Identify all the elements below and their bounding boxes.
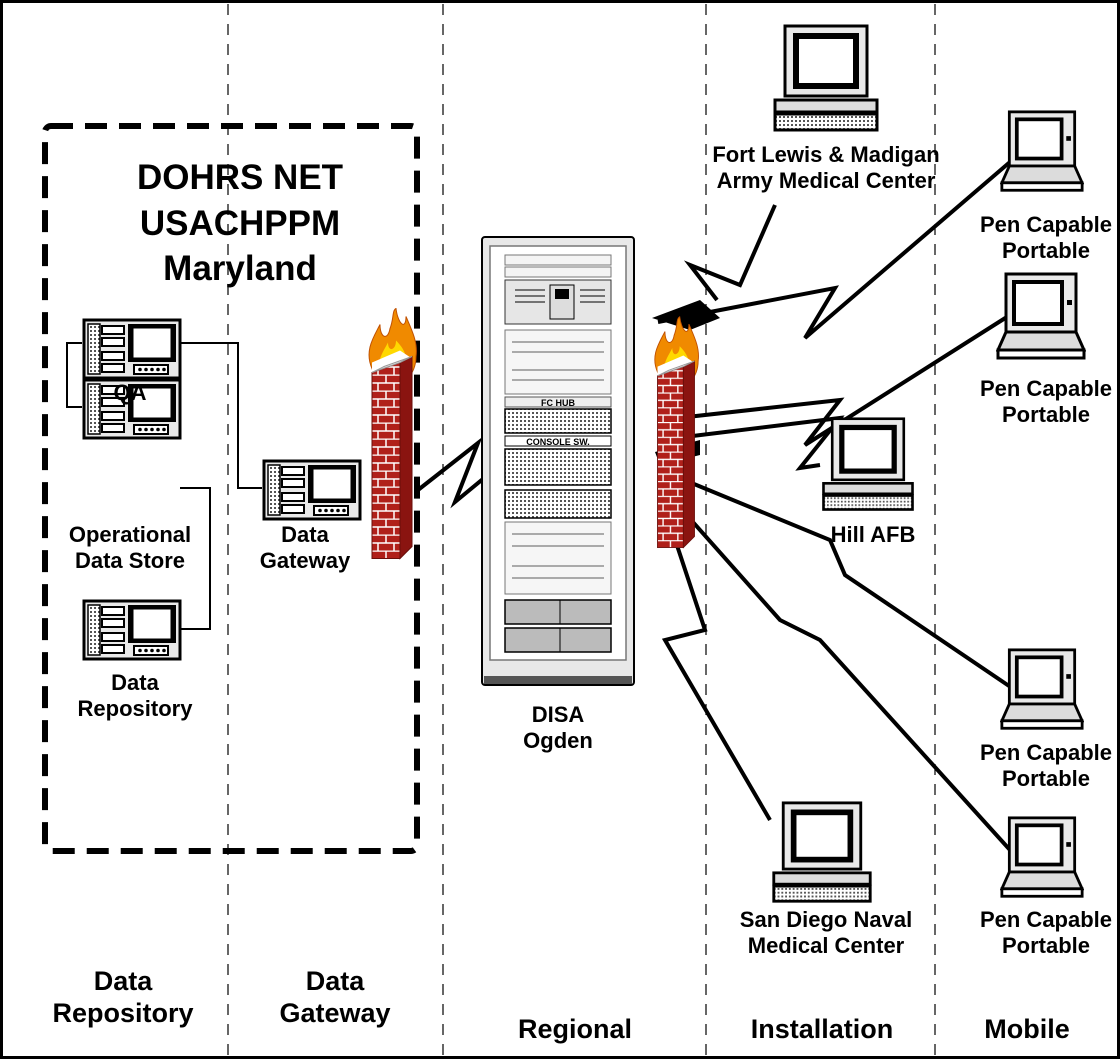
disa-label-line-1: DISA [531,702,585,727]
portable-laptop-icon-3[interactable] [1000,648,1084,730]
portable-label-3: Pen Capable Portable [946,740,1120,791]
disa-ogden-server-rack-icon[interactable]: FC HUB CONSOLE SW. [481,236,635,686]
portable-label-4: Pen Capable Portable [946,907,1120,958]
column-dividers [227,4,936,1056]
fort-lewis-label-line-1: Fort Lewis & Madigan [712,142,940,167]
rack-hub-label: FC HUB [541,398,575,408]
network-group-line-1: DOHRS NET [136,158,344,197]
gateway-firewall-icon [368,308,417,560]
portable-laptop-icon-1[interactable] [1000,110,1084,192]
qa-label: QA [113,380,147,405]
gateway-label-line-1: Data [281,522,329,547]
operational-data-store-label: Operational Data Store [50,522,210,573]
repo-label-line-1: Data [111,670,159,695]
fort-lewis-label-line-2: Army Medical Center [716,167,936,193]
portable-label-2: Pen Capable Portable [946,376,1120,427]
column-gateway-line-1: Data [305,966,365,996]
ods-label-line-2: Data Store [74,547,186,573]
fort-lewis-workstation-icon[interactable] [773,24,879,132]
disa-ogden-label: DISA Ogden [508,702,608,753]
portable-1-line-1: Pen Capable [979,212,1113,237]
network-group-title: DOHRS NET USACHPPM Maryland [110,155,370,292]
san-diego-workstation-icon[interactable] [772,801,872,903]
column-label-data-repository: Data Repository [18,965,228,1030]
portable-4-line-1: Pen Capable [979,907,1113,932]
portable-2-line-2: Portable [1001,401,1091,427]
gateway-label-line-2: Gateway [259,547,351,573]
data-gateway-server-icon[interactable] [262,459,362,521]
data-repository-label: Data Repository [70,670,200,721]
portable-label-1: Pen Capable Portable [946,212,1120,263]
ods-label-line-1: Operational [68,522,192,547]
column-repo-line-1: Data [93,966,153,996]
network-group-line-2: USACHPPM [139,203,341,243]
portable-4-line-2: Portable [1001,932,1091,958]
column-repo-line-2: Repository [52,998,194,1029]
fort-lewis-label: Fort Lewis & Madigan Army Medical Center [676,142,976,193]
san-diego-label-line-1: San Diego Naval [739,907,913,932]
portable-3-line-2: Portable [1001,765,1091,791]
column-label-installation: Installation [750,1014,894,1044]
column-label-regional: Regional [517,1014,632,1044]
lightning-links [416,160,1017,852]
internal-links [66,342,262,630]
san-diego-label: San Diego Naval Medical Center [712,907,940,958]
portable-1-line-2: Portable [1001,237,1091,263]
column-gateway-line-2: Gateway [279,998,391,1029]
portable-3-line-1: Pen Capable [979,740,1113,765]
portable-2-line-1: Pen Capable [979,376,1113,401]
san-diego-label-line-2: Medical Center [747,932,905,958]
hill-afb-label: Hill AFB [830,522,916,547]
portable-laptop-icon-2[interactable] [996,272,1086,360]
qa-server-icon[interactable] [82,318,182,380]
hill-afb-workstation-icon[interactable] [822,417,914,511]
repo-label-line-2: Repository [77,695,193,721]
network-group-line-3: Maryland [163,249,317,288]
data-gateway-label: Data Gateway [250,522,360,573]
column-label-mobile: Mobile [984,1014,1070,1044]
disa-label-line-2: Ogden [523,727,593,753]
rack-console-label: CONSOLE SW. [526,437,590,447]
data-repository-server-icon[interactable] [82,599,182,661]
portable-laptop-icon-4[interactable] [1000,816,1084,898]
regional-firewall-icon [654,316,700,549]
column-label-data-gateway: Data Gateway [235,965,435,1030]
